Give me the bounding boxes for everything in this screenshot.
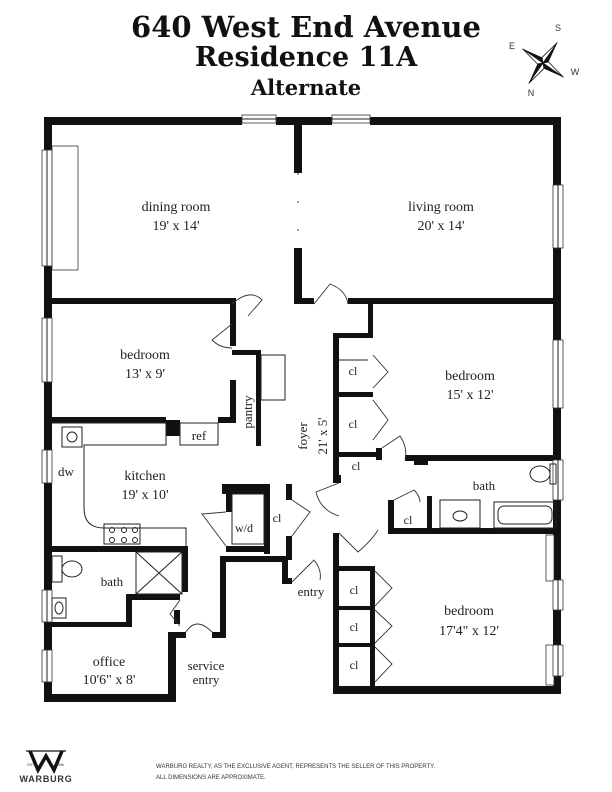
- service-entry-label-2: entry: [193, 672, 220, 687]
- closet-label: cl: [350, 583, 359, 597]
- compass-s-label: S: [555, 23, 561, 33]
- bath-west-label: bath: [101, 574, 124, 589]
- wd-label: w/d: [235, 521, 253, 535]
- office-label: office: [93, 655, 125, 670]
- office-size: 10'6" x 8': [83, 673, 136, 688]
- bedroom-ne-label: bedroom: [445, 369, 495, 384]
- bedroom-se-label: bedroom: [444, 604, 494, 619]
- living-room-size: 20' x 14': [417, 219, 464, 234]
- compass-icon: [522, 42, 564, 84]
- closet-label: cl: [273, 511, 282, 525]
- title-address: 640 West End Avenue: [131, 10, 481, 44]
- closet-label: cl: [349, 364, 358, 378]
- walls: [44, 117, 561, 702]
- warburg-logo: ESTD 1896 WARBURG: [19, 750, 72, 784]
- bedroom-ne-size: 15' x 12': [446, 388, 493, 403]
- entry-label: entry: [298, 584, 325, 599]
- foyer-label: foyer: [295, 422, 310, 450]
- title-block: 640 West End Avenue Residence 11A Altern…: [131, 10, 481, 100]
- closet-label: cl: [349, 417, 358, 431]
- disclaimer-line-2: ALL DIMENSIONS ARE APPROXIMATE.: [156, 775, 266, 781]
- windows: [41, 114, 564, 686]
- compass-w-label: W: [571, 67, 580, 77]
- foyer-size: 21' x 5': [315, 417, 330, 454]
- bath-east-label: bath: [473, 478, 496, 493]
- dw-label: dw: [58, 464, 75, 479]
- compass-e-label: E: [509, 41, 515, 51]
- logo-estd: ESTD: [27, 763, 37, 767]
- closet-label: cl: [350, 620, 359, 634]
- closet-label: cl: [352, 459, 361, 473]
- living-room-label: living room: [408, 200, 474, 215]
- kitchen-size: 19' x 10': [121, 488, 168, 503]
- doors: [169, 173, 421, 683]
- dining-room-label: dining room: [142, 200, 211, 215]
- room-labels: dining room 19' x 14' living room 20' x …: [58, 200, 499, 688]
- logo-wordmark: WARBURG: [19, 774, 72, 784]
- closet-label: cl: [350, 658, 359, 672]
- kitchen-label: kitchen: [124, 469, 165, 484]
- closet-label: cl: [404, 513, 413, 527]
- compass-n-label: N: [528, 88, 535, 98]
- bedroom-nw-size: 13' x 9': [125, 367, 165, 382]
- disclaimer-line-1: WARBURG REALTY, AS THE EXCLUSIVE AGENT, …: [156, 764, 435, 770]
- pantry-label: pantry: [240, 395, 255, 429]
- title-alternate: Alternate: [250, 75, 361, 100]
- service-entry-label: service: [188, 658, 225, 673]
- dining-room-size: 19' x 14': [152, 219, 199, 234]
- fixtures: [51, 354, 557, 619]
- ref-label: ref: [192, 428, 207, 443]
- bedroom-nw-label: bedroom: [120, 348, 170, 363]
- bedroom-se-size: 17'4" x 12': [439, 624, 499, 639]
- logo-year: 1896: [56, 763, 64, 767]
- title-residence: Residence 11A: [195, 42, 418, 73]
